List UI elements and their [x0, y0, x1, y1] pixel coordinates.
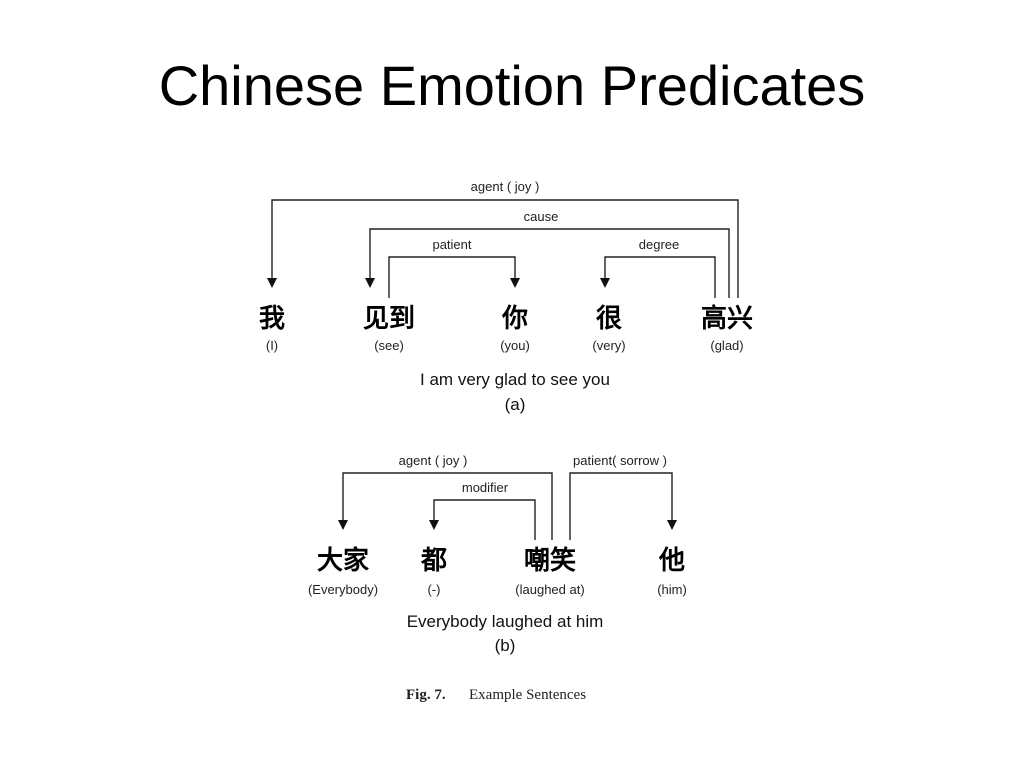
- arc-b-0: agent ( joy ): [338, 453, 553, 540]
- english-gloss: (you): [500, 338, 530, 353]
- sentence-label: (a): [505, 395, 526, 414]
- english-gloss: (see): [374, 338, 404, 353]
- english-gloss: (him): [657, 582, 687, 597]
- sentence-translation: Everybody laughed at him: [407, 612, 604, 631]
- arc-label: patient: [432, 237, 471, 252]
- arc-label: agent ( joy ): [399, 453, 468, 468]
- arrowhead-icon: [429, 520, 439, 530]
- arc-label: modifier: [462, 480, 509, 495]
- arc-b-2: patient( sorrow ): [569, 453, 677, 540]
- english-gloss: (-): [428, 582, 441, 597]
- dependency-arc-line: [604, 256, 716, 298]
- sentence-label: (b): [495, 636, 516, 655]
- chinese-word: 高兴: [701, 303, 753, 334]
- word-b-3: 他 (him): [657, 546, 687, 597]
- word-a-3: 很 (very): [592, 304, 625, 353]
- arrowhead-icon: [600, 278, 610, 288]
- arrowhead-icon: [338, 520, 348, 530]
- english-gloss: (Everybody): [308, 582, 378, 597]
- chinese-word: 见到: [363, 304, 415, 334]
- arrowhead-icon: [667, 520, 677, 530]
- arc-label: cause: [524, 209, 559, 224]
- dependency-arc-line: [369, 228, 730, 298]
- word-a-4: 高兴 (glad): [701, 303, 753, 353]
- dependency-arc-line: [342, 472, 553, 540]
- chinese-word: 很: [596, 304, 622, 334]
- chinese-word: 都: [420, 546, 447, 576]
- dependency-arc-line: [569, 472, 673, 540]
- chinese-word: 嘲笑: [524, 545, 576, 576]
- chinese-word: 他: [658, 546, 685, 576]
- word-a-1: 见到 (see): [363, 304, 415, 353]
- english-gloss: (laughed at): [515, 582, 584, 597]
- word-a-0: 我 (I): [259, 304, 285, 353]
- english-gloss: (glad): [710, 338, 743, 353]
- word-b-0: 大家 (Everybody): [308, 545, 378, 597]
- arc-a-0: agent ( joy ): [267, 179, 739, 298]
- figure-caption-prefix: Fig. 7.: [406, 687, 446, 703]
- english-gloss: (very): [592, 338, 625, 353]
- word-a-2: 你 (you): [500, 304, 530, 353]
- arc-a-2: patient: [388, 237, 520, 298]
- sentence-translation: I am very glad to see you: [420, 370, 610, 389]
- chinese-word: 大家: [317, 545, 369, 576]
- arc-a-3: degree: [600, 237, 716, 298]
- arc-label: patient( sorrow ): [573, 453, 667, 468]
- dependency-arc-line: [433, 499, 536, 540]
- arc-label: degree: [639, 237, 679, 252]
- arc-b-1: modifier: [429, 480, 536, 540]
- arc-label: agent ( joy ): [471, 179, 540, 194]
- sentence-a-diagram: agent ( joy ) cause patient degree 我 (I) 见到 (se…: [259, 179, 753, 414]
- arc-a-1: cause: [365, 209, 730, 298]
- figure-caption-text: Example Sentences: [469, 687, 586, 703]
- english-gloss: (I): [266, 338, 278, 353]
- chinese-word: 我: [259, 304, 285, 334]
- slide-title: Chinese Emotion Predicates: [158, 54, 866, 117]
- word-b-1: 都 (-): [420, 546, 447, 597]
- arrowhead-icon: [267, 278, 277, 288]
- figure-caption: Fig. 7. Example Sentences: [406, 687, 586, 703]
- sentence-b-diagram: agent ( joy ) modifier patient( sorrow ) 大家…: [308, 453, 687, 655]
- arrowhead-icon: [365, 278, 375, 288]
- arrowhead-icon: [510, 278, 520, 288]
- chinese-word: 你: [501, 304, 528, 334]
- word-b-2: 嘲笑 (laughed at): [515, 545, 584, 597]
- dependency-arc-line: [271, 199, 739, 298]
- dependency-arc-line: [388, 256, 516, 298]
